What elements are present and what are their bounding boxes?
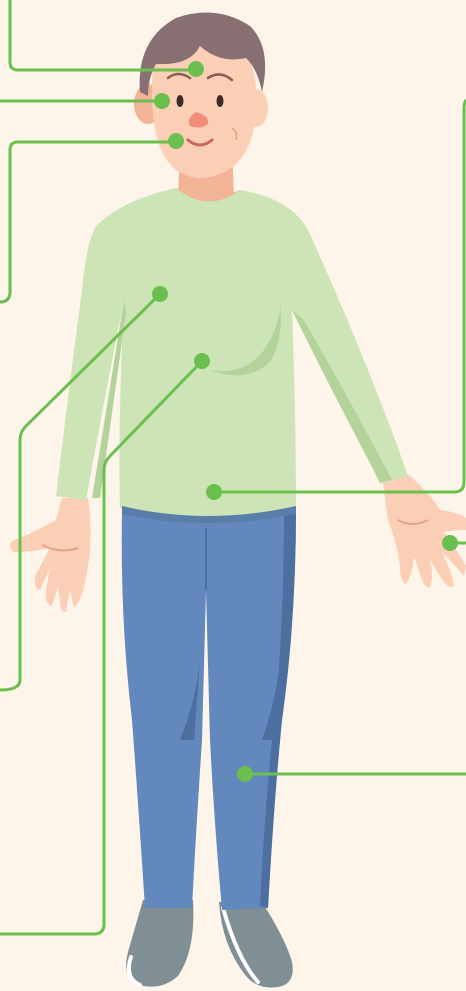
marker-cheek[interactable] xyxy=(154,93,170,109)
marker-forehead[interactable] xyxy=(188,61,204,77)
marker-abdomen[interactable] xyxy=(206,484,222,500)
left-eye xyxy=(177,95,184,107)
marker-stomach[interactable] xyxy=(194,353,210,369)
marker-mouth[interactable] xyxy=(168,133,184,149)
marker-hand[interactable] xyxy=(442,535,458,551)
marker-leg[interactable] xyxy=(237,766,253,782)
marker-chest[interactable] xyxy=(152,286,168,302)
right-eye xyxy=(217,95,224,107)
